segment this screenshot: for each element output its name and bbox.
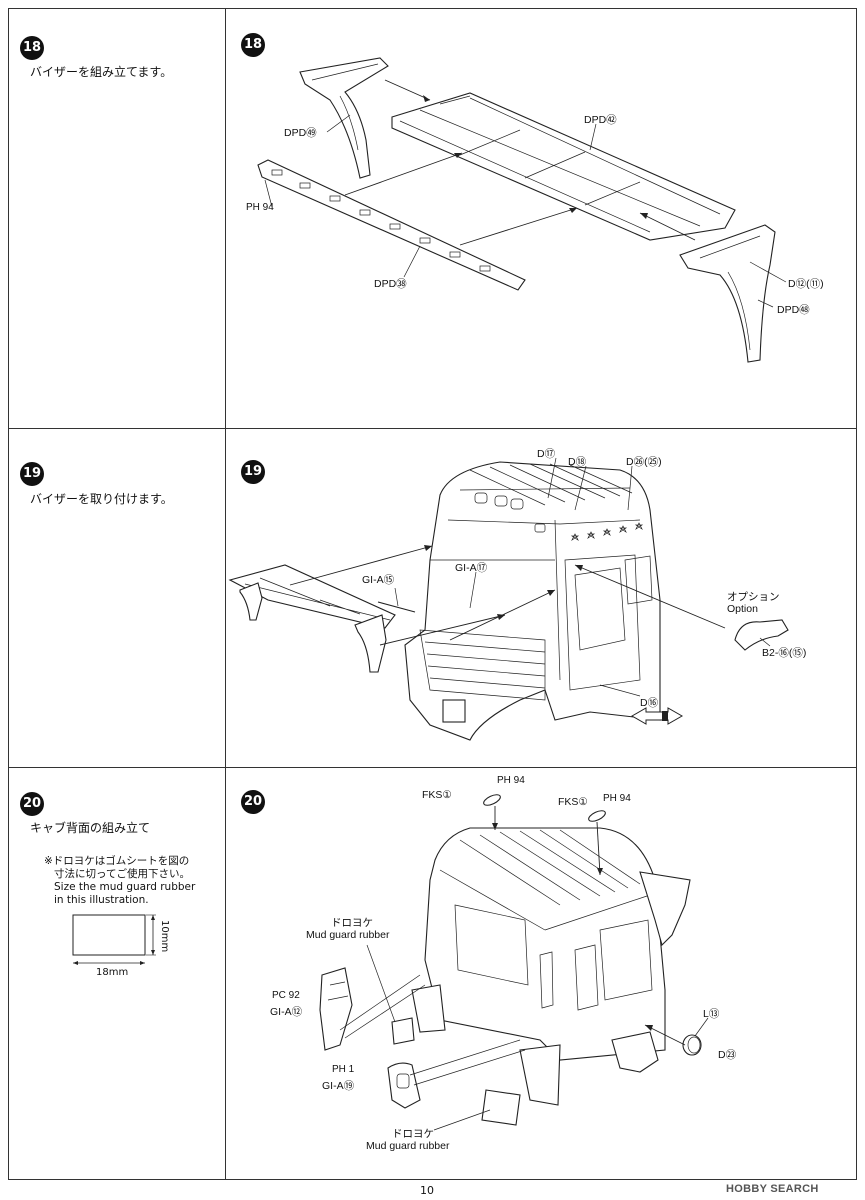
label-mud1-en: Mud guard rubber [306,929,390,941]
width-dimension: 18mm [96,967,129,978]
label-d12: D⑫(⑪) [788,278,824,290]
label-dpd38: DPD㊳ [374,278,407,290]
diagram-18-number: 18 [241,33,265,57]
page-frame [8,8,857,1180]
label-d17: D⑰ [537,448,556,460]
label-ph94-a: PH 94 [497,775,525,786]
label-mud2-en: Mud guard rubber [366,1140,450,1152]
label-b216: B2-⑯(⑮) [762,647,807,659]
step-19-text: バイザーを取り付けます。 [30,492,173,506]
label-gia12: GI-A⑫ [270,1006,303,1018]
label-gia19: GI-A⑲ [322,1080,355,1092]
step-18-number: 18 [20,36,44,60]
step-19-number: 19 [20,462,44,486]
label-d23: D㉓ [718,1049,737,1061]
label-d16: D⑯ [640,697,659,709]
page-number: 10 [420,1184,434,1197]
label-gia17: GI-A⑰ [455,562,488,574]
label-dpd49: DPD㊾ [284,127,317,139]
watermark-logo: HOBBY SEARCH [726,1183,819,1195]
label-gia15: GI-A⑮ [362,574,395,586]
row-divider-2 [8,767,857,768]
label-mud2-jp: ドロヨケ [392,1128,434,1140]
label-dpd52: DPD㊷ [584,114,617,126]
label-fks1-b: FKS① [558,796,588,808]
label-option-jp: オプション [727,591,780,603]
label-d18: D⑱ [568,456,587,468]
step-18-text: バイザーを組み立てます。 [30,65,173,79]
label-ph94: PH 94 [246,202,274,213]
mud-guard-note: ※ドロヨケはゴムシートを図の 寸法に切ってご使用下さい。 Size the mu… [44,855,196,906]
step-20-text: キャブ背面の組み立て [30,821,151,835]
label-ph1: PH 1 [332,1064,355,1075]
column-divider [225,8,226,1180]
row-divider-1 [8,428,857,429]
step-20-number: 20 [20,792,44,816]
diagram-20-number: 20 [241,790,265,814]
label-pc92: PC 92 [272,990,300,1001]
label-fks1-a: FKS① [422,789,452,801]
label-d26: D㉖(㉕) [626,456,662,468]
label-l13: L⑬ [703,1008,720,1020]
label-option-en: Option [727,603,758,615]
label-dpd48: DPD㊽ [777,304,810,316]
label-mud1-jp: ドロヨケ [331,917,373,929]
diagram-19-number: 19 [241,460,265,484]
label-ph94-b: PH 94 [603,793,631,804]
